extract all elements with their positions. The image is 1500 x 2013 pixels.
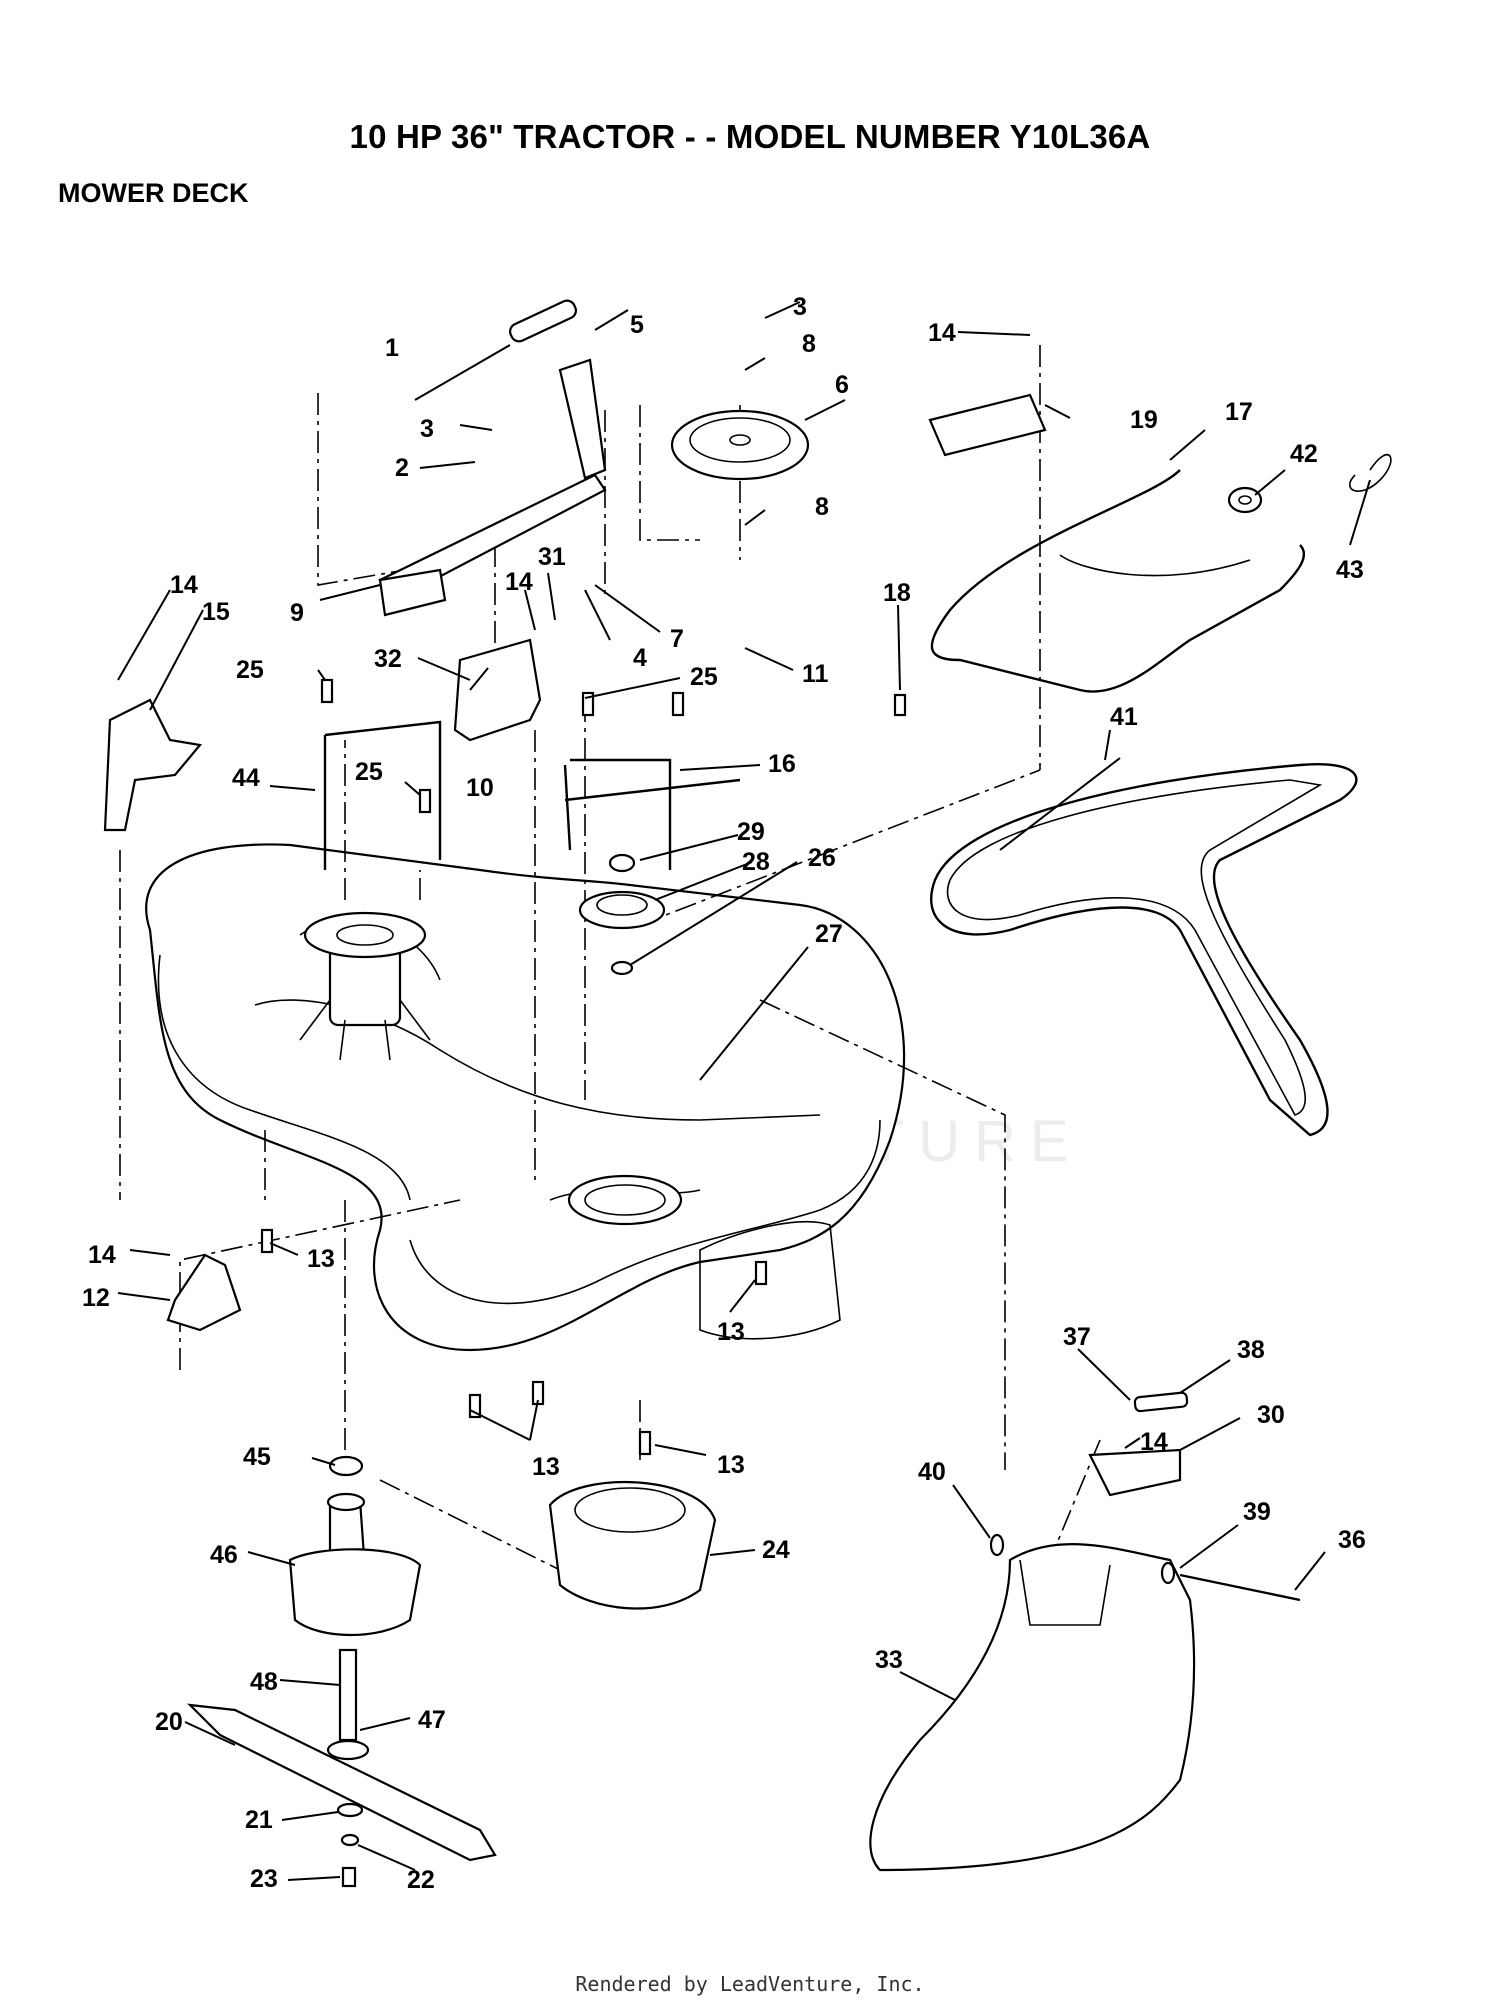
callout-42: 42 — [1290, 440, 1318, 468]
callout-23: 23 — [250, 1865, 278, 1893]
callout-24: 24 — [762, 1536, 790, 1564]
callout-19: 19 — [1130, 406, 1158, 434]
callout-1: 1 — [385, 334, 399, 362]
callout-47: 47 — [418, 1706, 446, 1734]
callout-20: 20 — [155, 1708, 183, 1736]
callout-44: 44 — [232, 764, 260, 792]
callout-29: 29 — [737, 818, 765, 846]
section-subtitle: MOWER DECK — [58, 178, 249, 208]
callout-45: 45 — [243, 1443, 271, 1471]
callout-30: 30 — [1257, 1401, 1285, 1429]
callout-40: 40 — [918, 1458, 946, 1486]
callout-10: 10 — [466, 774, 494, 802]
diagram-title: 10 HP 36" TRACTOR - - MODEL NUMBER Y10L3… — [349, 118, 1151, 155]
callout-13: 13 — [717, 1451, 745, 1479]
callout-labels: 1 2 3 3 4 5 6 7 8 8 9 10 11 12 13 13 13 … — [82, 293, 1366, 1894]
callout-48: 48 — [250, 1668, 278, 1696]
callout-3: 3 — [420, 415, 434, 443]
callout-15: 15 — [202, 598, 230, 626]
callout-26: 26 — [808, 844, 836, 872]
callout-46: 46 — [210, 1541, 238, 1569]
callout-17: 17 — [1225, 398, 1253, 426]
callout-13: 13 — [307, 1245, 335, 1273]
callout-37: 37 — [1063, 1323, 1091, 1351]
callout-8: 8 — [802, 330, 816, 358]
mower-deck-housing — [145, 843, 906, 1352]
callout-4: 4 — [633, 644, 647, 672]
callout-9: 9 — [290, 599, 304, 627]
callout-25: 25 — [236, 656, 264, 684]
callout-7: 7 — [670, 625, 684, 653]
callout-3: 3 — [793, 293, 807, 321]
callout-13: 13 — [717, 1318, 745, 1346]
callout-31: 31 — [538, 543, 566, 571]
callout-43: 43 — [1336, 556, 1364, 584]
callout-14: 14 — [170, 571, 198, 599]
callout-14: 14 — [928, 319, 956, 347]
callout-14: 14 — [88, 1241, 116, 1269]
callout-8: 8 — [815, 493, 829, 521]
callout-12: 12 — [82, 1284, 110, 1312]
callout-28: 28 — [742, 848, 770, 876]
callout-25: 25 — [690, 663, 718, 691]
callout-18: 18 — [883, 579, 911, 607]
callout-38: 38 — [1237, 1336, 1265, 1364]
callout-27: 27 — [815, 920, 843, 948]
callout-14: 14 — [1140, 1428, 1168, 1456]
callout-5: 5 — [630, 311, 644, 339]
footer-credit: Rendered by LeadVenture, Inc. — [575, 1972, 925, 1996]
small-parts — [103, 299, 1392, 1888]
callout-36: 36 — [1338, 1526, 1366, 1554]
callout-33: 33 — [875, 1646, 903, 1674]
callout-25: 25 — [355, 758, 383, 786]
callout-2: 2 — [395, 454, 409, 482]
callout-11: 11 — [802, 660, 829, 688]
callout-39: 39 — [1243, 1498, 1271, 1526]
callout-22: 22 — [407, 1866, 435, 1894]
callout-13: 13 — [532, 1453, 560, 1481]
callout-14: 14 — [505, 568, 533, 596]
callout-6: 6 — [835, 371, 849, 399]
callout-32: 32 — [374, 645, 402, 673]
leader-lines — [117, 301, 1371, 1881]
callout-41: 41 — [1110, 703, 1138, 731]
callout-16: 16 — [768, 750, 796, 778]
callout-21: 21 — [245, 1806, 273, 1834]
